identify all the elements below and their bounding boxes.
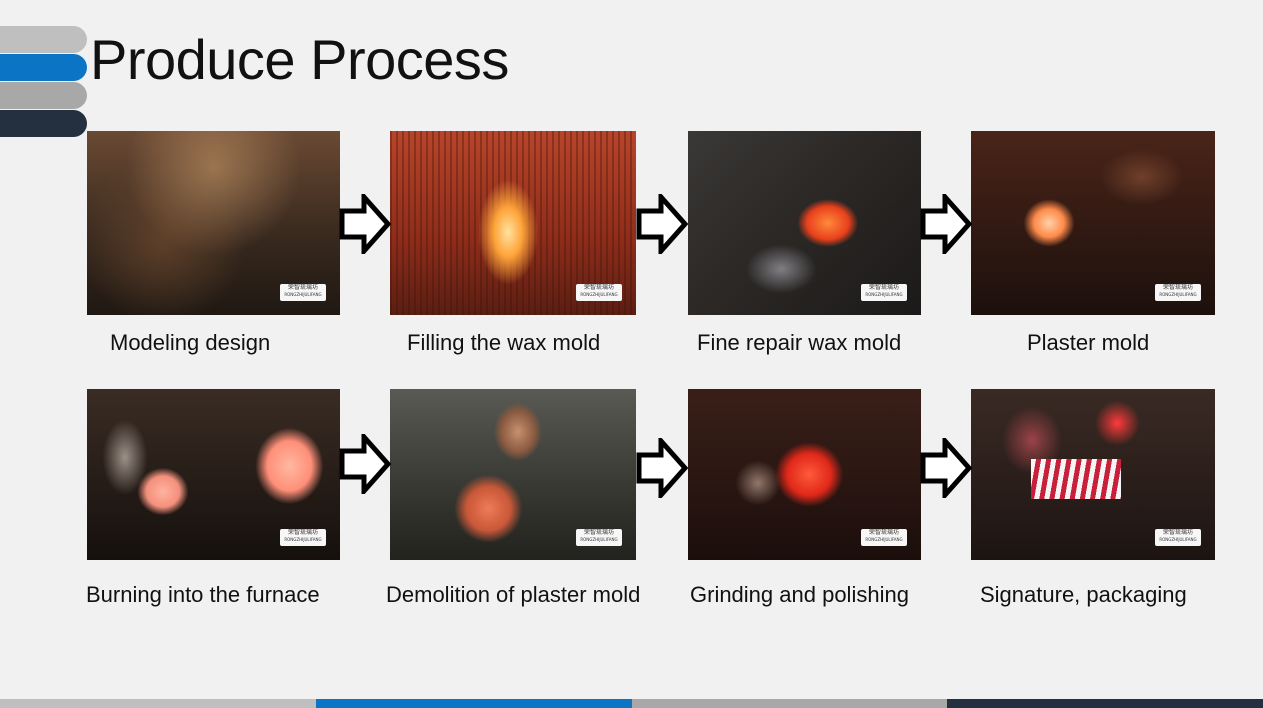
right-arrow-icon [636, 194, 688, 254]
footer-bar-segment-blue [316, 699, 632, 708]
accent-tab-light-gray [0, 26, 87, 53]
caption-plaster-mold: Plaster mold [1027, 330, 1150, 355]
caption-burning-into-furnace: Burning into the furnace [86, 582, 320, 607]
caption-modeling-design: Modeling design [110, 330, 271, 355]
caption-signature-packaging: Signature, packaging [980, 582, 1187, 607]
right-arrow-icon [920, 194, 972, 254]
accent-tab-dark [0, 110, 87, 137]
right-arrow-icon [920, 438, 972, 498]
right-arrow-icon [636, 438, 688, 498]
right-arrow-icon [339, 194, 391, 254]
accent-tab-gray [0, 82, 87, 109]
caption-filling-wax-mold: Filling the wax mold [407, 330, 601, 355]
caption-demolition-plaster-mold: Demolition of plaster mold [386, 582, 641, 607]
slide-title: Produce Process [90, 28, 509, 91]
footer-bar-segment-light-gray [0, 699, 316, 708]
footer-bar-segment-dark [947, 699, 1263, 708]
accent-tab-blue [0, 54, 87, 81]
footer-bar-segment-gray [632, 699, 947, 708]
caption-fine-repair-wax-mold: Fine repair wax mold [697, 330, 902, 355]
caption-grinding-polishing: Grinding and polishing [690, 582, 909, 607]
right-arrow-icon [339, 434, 391, 494]
